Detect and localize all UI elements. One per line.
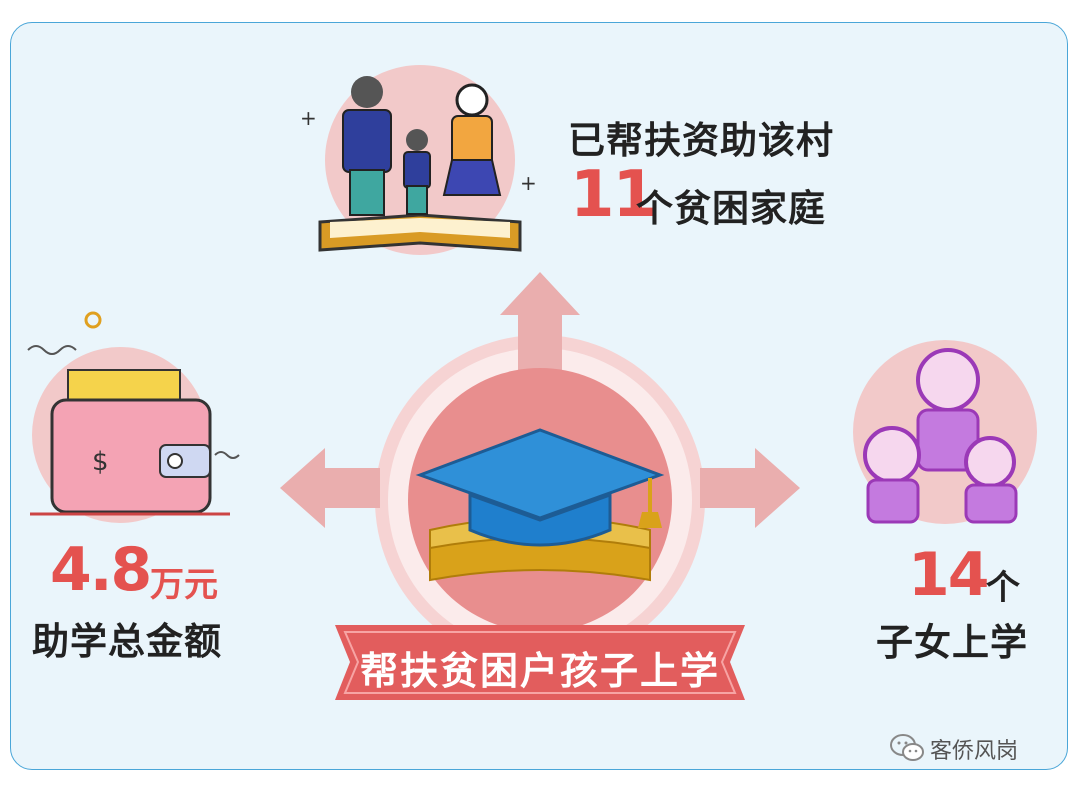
children-icon <box>853 340 1037 524</box>
svg-text:$: $ <box>92 447 109 477</box>
svg-text:+: + <box>520 171 537 195</box>
family-count: 11 <box>570 158 657 232</box>
family-line2: 个贫困家庭 <box>636 187 826 230</box>
graduation-cap-icon <box>415 428 665 582</box>
children-unit: 个 <box>986 568 1020 608</box>
family-icon: + + <box>300 65 537 255</box>
svg-text:+: + <box>300 106 317 130</box>
children-label: 子女上学 <box>876 621 1028 664</box>
center-banner-text: 帮扶贫困户孩子上学 <box>359 649 720 693</box>
watermark-label: 客侨风岗 <box>930 739 1019 764</box>
children-count: 14 <box>908 540 989 610</box>
family-line1: 已帮扶资助该村 <box>568 119 834 162</box>
fund-label: 助学总金额 <box>32 620 222 663</box>
wechat-icon <box>890 734 924 761</box>
fund-amount: 4.8 <box>50 535 152 605</box>
fund-unit: 万元 <box>150 565 218 605</box>
arrow-up <box>518 310 562 370</box>
arrow-left <box>320 468 380 508</box>
center-banner <box>335 625 745 700</box>
wallet-icon: $ <box>27 311 240 523</box>
arrow-right <box>700 468 760 508</box>
